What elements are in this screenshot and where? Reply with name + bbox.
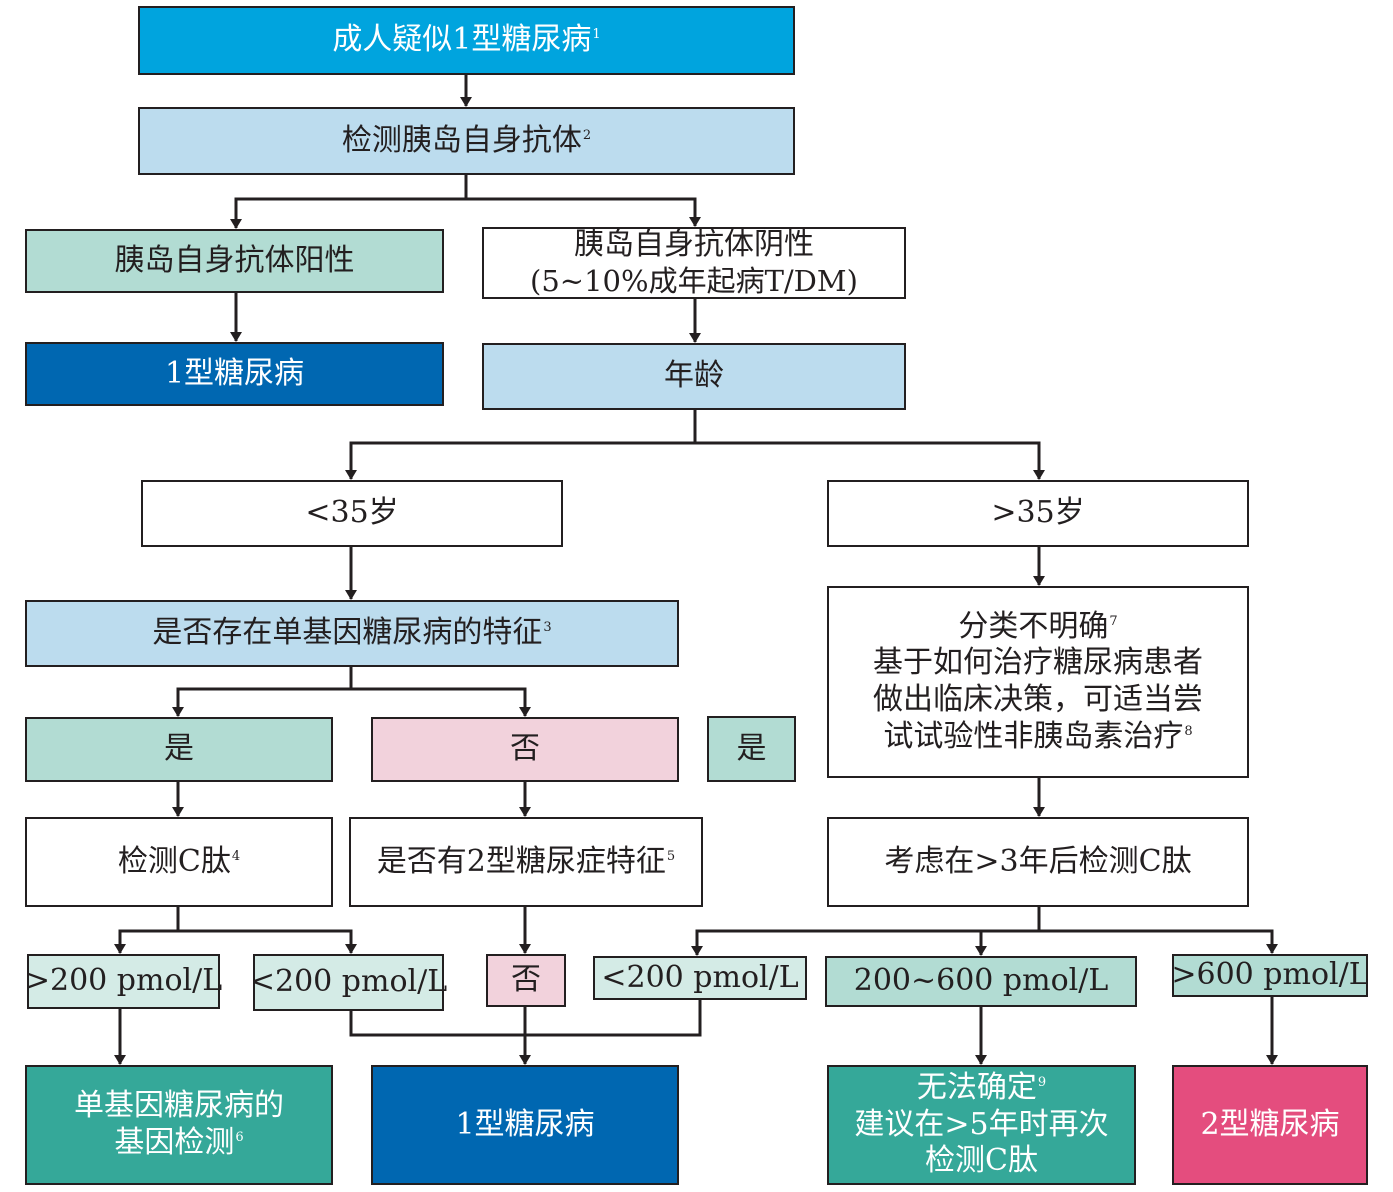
footnote-1: 1	[592, 27, 601, 43]
gt200-node: >200 pmol/L	[24, 954, 223, 1009]
footnote-4: 4	[231, 848, 241, 864]
genetic-test-node: 单基因糖尿病的 基因检测6	[25, 1065, 333, 1185]
yes-left-text: 是	[164, 731, 194, 767]
unclear-line1: 分类不明确	[958, 608, 1109, 644]
merge-lt200-right	[525, 1000, 702, 1037]
lt200-left-node: <200 pmol/L	[249, 954, 448, 1011]
consider-cpeptide-text: 考虑在>3年后检测C肽	[884, 843, 1192, 879]
lt200-left-text: <200 pmol/L	[249, 964, 448, 1000]
undetermined-node: 无法确定9 建议在>5年时再次 检测C肽	[827, 1065, 1136, 1185]
under35-node: <35岁	[141, 480, 563, 547]
branch-monogenic-yes	[172, 667, 353, 717]
range200-600-text: 200~600 pmol/L	[853, 963, 1109, 999]
gt200-text: >200 pmol/L	[24, 963, 223, 999]
branch-cpeptide-gt200	[114, 907, 180, 954]
genetic-test-line1: 单基因糖尿病的	[74, 1088, 284, 1124]
type2-bottom-text: 2型糖尿病	[1200, 1106, 1340, 1142]
branch-age-right	[695, 441, 1045, 480]
undetermined-line2: 建议在>5年时再次	[854, 1106, 1109, 1142]
undetermined-line1: 无法确定	[916, 1070, 1037, 1106]
footnote-2: 2	[582, 127, 592, 143]
type1-left-text: 1型糖尿病	[164, 355, 305, 391]
gt600-text: >600 pmol/L	[1171, 957, 1369, 993]
type1-bottom-node: 1型糖尿病	[371, 1065, 679, 1185]
no-mid-text: 否	[510, 731, 540, 767]
under35-text: <35岁	[305, 495, 399, 531]
undetermined-line3: 检测C肽	[925, 1143, 1038, 1179]
antibody-negative-node: 胰岛自身抗体阴性 (5~10%成年起病T/DM)	[482, 227, 906, 299]
type2-features-node: 是否有2型糖尿症特征5	[349, 817, 703, 907]
branch-monogenic-no	[351, 687, 531, 717]
start-text: 成人疑似1型糖尿病	[332, 22, 592, 58]
genetic-test-line2: 基因检测	[114, 1125, 235, 1160]
footnote-6: 6	[235, 1130, 244, 1145]
no-mid-node: 否	[371, 717, 679, 782]
antibody-test-node: 检测胰岛自身抗体2	[138, 107, 795, 175]
yes-right-node: 是	[707, 716, 796, 782]
merge-lt200-left	[349, 1011, 525, 1037]
start-node: 成人疑似1型糖尿病1	[138, 6, 795, 75]
branch-antibody	[230, 175, 468, 229]
type2-bottom-node: 2型糖尿病	[1172, 1065, 1368, 1185]
branch-cpeptide-lt200	[178, 929, 357, 954]
age-node: 年龄	[482, 343, 906, 410]
test-cpeptide-node: 检测C肽4	[25, 817, 333, 907]
footnote-8: 8	[1184, 723, 1193, 739]
over35-text: >35岁	[991, 495, 1085, 531]
monogenic-features-text: 是否存在单基因糖尿病的特征	[152, 615, 543, 651]
gt600-node: >600 pmol/L	[1171, 954, 1369, 997]
footnote-5: 5	[666, 848, 676, 864]
type1-left-node: 1型糖尿病	[25, 342, 444, 406]
lt200-right-text: <200 pmol/L	[601, 959, 799, 995]
range200-600-node: 200~600 pmol/L	[825, 956, 1137, 1007]
antibody-positive-text: 胰岛自身抗体阳性	[114, 242, 355, 278]
footnote-3: 3	[543, 620, 552, 636]
branch-consider-lt200	[691, 907, 1041, 956]
type1-bottom-text: 1型糖尿病	[455, 1106, 595, 1142]
unclear-line2: 基于如何治疗糖尿病患者	[873, 645, 1203, 681]
antibody-positive-node: 胰岛自身抗体阳性	[25, 229, 444, 293]
yes-right-text: 是	[736, 730, 767, 766]
yes-left-node: 是	[25, 717, 333, 782]
age-text: 年龄	[664, 358, 724, 394]
footnote-9: 9	[1037, 1075, 1047, 1091]
footnote-7: 7	[1109, 613, 1118, 629]
unclear-line3: 做出临床决策，可适当尝	[873, 682, 1203, 717]
test-cpeptide-text: 检测C肽	[117, 843, 231, 879]
no-small-node: 否	[486, 954, 566, 1007]
consider-cpeptide-node: 考虑在>3年后检测C肽	[827, 817, 1249, 907]
no-small-text: 否	[511, 962, 541, 998]
monogenic-features-node: 是否存在单基因糖尿病的特征3	[25, 600, 679, 667]
type2-features-text: 是否有2型糖尿症特征	[376, 843, 666, 879]
branch-antibody-negative	[466, 197, 701, 227]
unclear-line4: 试试验性非胰岛素治疗	[883, 718, 1184, 754]
lt200-right-node: <200 pmol/L	[593, 956, 807, 1000]
over35-node: >35岁	[827, 480, 1249, 547]
antibody-test-text: 检测胰岛自身抗体	[341, 122, 582, 158]
unclear-node: 分类不明确7 基于如何治疗糖尿病患者 做出临床决策，可适当尝 试试验性非胰岛素治…	[827, 586, 1249, 778]
antibody-negative-line1: 胰岛自身抗体阴性	[574, 227, 814, 263]
branch-age-left	[345, 410, 697, 480]
branch-consider-gt600	[1039, 929, 1278, 954]
antibody-negative-line2: (5~10%成年起病T/DM)	[530, 263, 858, 298]
